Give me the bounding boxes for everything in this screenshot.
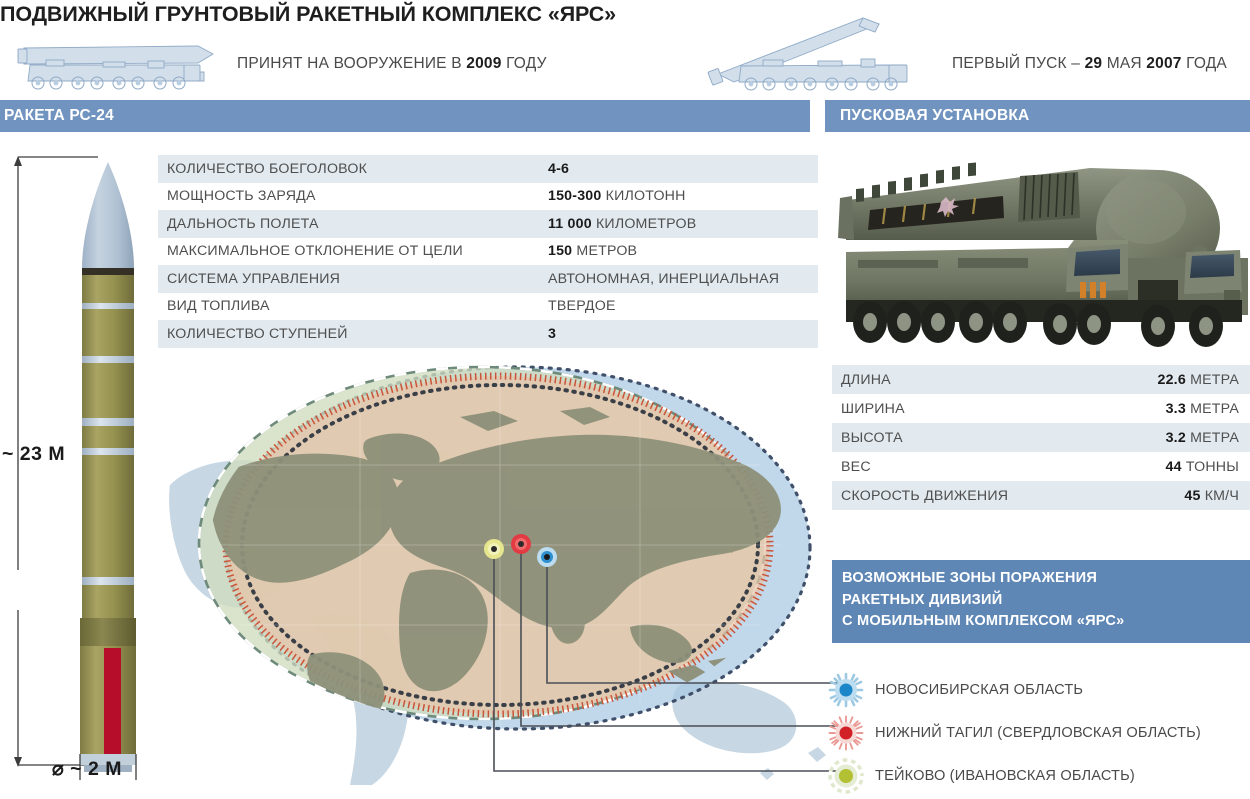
tel-launcher-raised-icon bbox=[693, 12, 931, 96]
tel-launcher-horizontal-icon bbox=[8, 32, 223, 94]
list-item: НОВОСИБИРСКАЯ ОБЛАСТЬ bbox=[828, 668, 1248, 711]
spec-label: ВИД ТОПЛИВА bbox=[158, 298, 548, 314]
table-row: ВЫСОТА 3.2 МЕТРА bbox=[832, 423, 1250, 452]
rocket-diameter-label: ⌀ ~ 2 М bbox=[52, 757, 122, 781]
spec-value: АВТОНОМНАЯ, ИНЕРЦИАЛЬНАЯ bbox=[548, 271, 779, 287]
first-launch-note: ПЕРВЫЙ ПУСК – 29 МАЯ 2007 ГОДА bbox=[952, 55, 1227, 73]
spec-value: 150 МЕТРОВ bbox=[548, 243, 637, 259]
launcher-photo bbox=[828, 140, 1248, 355]
section-header-rocket: РАКЕТА РС-24 bbox=[0, 100, 810, 132]
adoption-year: 2009 bbox=[466, 55, 501, 72]
rocket-spec-table: КОЛИЧЕСТВО БОЕГОЛОВОК 4-6 МОЩНОСТЬ ЗАРЯД… bbox=[158, 155, 818, 348]
spec-value: 3.2 МЕТРА bbox=[1166, 430, 1250, 446]
adoption-year-note: ПРИНЯТ НА ВООРУЖЕНИЕ В 2009 ГОДУ bbox=[237, 55, 547, 73]
callout-line-3: С МОБИЛЬНЫМ КОМПЛЕКСОМ «ЯРС» bbox=[842, 611, 1240, 633]
table-row: ДАЛЬНОСТЬ ПОЛЕТА 11 000 КИЛОМЕТРОВ bbox=[158, 210, 818, 238]
callout-line-2: РАКЕТНЫХ ДИВИЗИЙ bbox=[842, 590, 1240, 612]
list-item: НИЖНИЙ ТАГИЛ (СВЕРДЛОВСКАЯ ОБЛАСТЬ) bbox=[828, 711, 1248, 754]
spec-label: ШИРИНА bbox=[832, 401, 1166, 417]
spec-value: 4-6 bbox=[548, 161, 569, 177]
spec-value: 11 000 КИЛОМЕТРОВ bbox=[548, 216, 696, 232]
list-item: ТЕЙКОВО (ИВАНОВСКАЯ ОБЛАСТЬ) bbox=[828, 754, 1248, 797]
section-header-launcher: ПУСКОВАЯ УСТАНОВКА bbox=[825, 100, 1250, 132]
rocket-height-label: ~ 23 М bbox=[2, 443, 65, 466]
table-row: МОЩНОСТЬ ЗАРЯДА 150-300 КИЛОТОНН bbox=[158, 183, 818, 211]
spec-label: КОЛИЧЕСТВО СТУПЕНЕЙ bbox=[158, 326, 548, 342]
map-legend: НОВОСИБИРСКАЯ ОБЛАСТЬ bbox=[828, 668, 1248, 797]
table-row: СИСТЕМА УПРАВЛЕНИЯ АВТОНОМНАЯ, ИНЕРЦИАЛЬ… bbox=[158, 265, 818, 293]
table-row: ВЕС 44 ТОННЫ bbox=[832, 452, 1250, 481]
section-header-launcher-label: ПУСКОВАЯ УСТАНОВКА bbox=[825, 107, 1029, 125]
spec-label: МАКСИМАЛЬНОЕ ОТКЛОНЕНИЕ ОТ ЦЕЛИ bbox=[158, 243, 548, 259]
launcher-spec-table: ДЛИНА 22.6 МЕТРА ШИРИНА 3.3 МЕТРА ВЫСОТА… bbox=[832, 365, 1250, 510]
spec-value: 3 bbox=[548, 326, 556, 342]
table-row: ДЛИНА 22.6 МЕТРА bbox=[832, 365, 1250, 394]
novosibirsk-marker-icon bbox=[828, 672, 864, 708]
spec-label: СКОРОСТЬ ДВИЖЕНИЯ bbox=[832, 488, 1184, 504]
spec-label: ВЕС bbox=[832, 459, 1166, 475]
launch-month: МАЯ bbox=[1102, 55, 1146, 72]
spec-value: 3.3 МЕТРА bbox=[1166, 401, 1250, 417]
strike-zone-callout: ВОЗМОЖНЫЕ ЗОНЫ ПОРАЖЕНИЯ РАКЕТНЫХ ДИВИЗИ… bbox=[832, 560, 1250, 643]
spec-value: 44 ТОННЫ bbox=[1166, 459, 1250, 475]
table-row: ШИРИНА 3.3 МЕТРА bbox=[832, 394, 1250, 423]
strike-zone-map bbox=[160, 355, 840, 790]
spec-label: ВЫСОТА bbox=[832, 430, 1166, 446]
legend-label: ТЕЙКОВО (ИВАНОВСКАЯ ОБЛАСТЬ) bbox=[864, 768, 1135, 784]
spec-label: ДЛИНА bbox=[832, 372, 1158, 388]
spec-label: КОЛИЧЕСТВО БОЕГОЛОВОК bbox=[158, 161, 548, 177]
table-row: КОЛИЧЕСТВО СТУПЕНЕЙ 3 bbox=[158, 320, 818, 348]
table-row: КОЛИЧЕСТВО БОЕГОЛОВОК 4-6 bbox=[158, 155, 818, 183]
section-header-rocket-label: РАКЕТА РС-24 bbox=[0, 107, 114, 125]
spec-value: 22.6 МЕТРА bbox=[1158, 372, 1250, 388]
adoption-note-post: ГОДУ bbox=[502, 55, 547, 72]
teykovo-marker-icon bbox=[828, 758, 864, 794]
legend-label: НИЖНИЙ ТАГИЛ (СВЕРДЛОВСКАЯ ОБЛАСТЬ) bbox=[864, 725, 1201, 741]
spec-label: СИСТЕМА УПРАВЛЕНИЯ bbox=[158, 271, 548, 287]
adoption-note-pre: ПРИНЯТ НА ВООРУЖЕНИЕ В bbox=[237, 55, 466, 72]
rocket-body bbox=[80, 162, 136, 772]
callout-line-1: ВОЗМОЖНЫЕ ЗОНЫ ПОРАЖЕНИЯ bbox=[842, 568, 1240, 590]
nizhny-tagil-marker-icon bbox=[828, 715, 864, 751]
launch-year: 2007 bbox=[1146, 55, 1181, 72]
table-row: МАКСИМАЛЬНОЕ ОТКЛОНЕНИЕ ОТ ЦЕЛИ 150 МЕТР… bbox=[158, 238, 818, 266]
table-row: ВИД ТОПЛИВА ТВЕРДОЕ bbox=[158, 293, 818, 321]
spec-label: ДАЛЬНОСТЬ ПОЛЕТА bbox=[158, 216, 548, 232]
legend-label: НОВОСИБИРСКАЯ ОБЛАСТЬ bbox=[864, 682, 1083, 698]
spec-label: МОЩНОСТЬ ЗАРЯДА bbox=[158, 188, 548, 204]
launch-note-post: ГОДА bbox=[1182, 55, 1227, 72]
launch-note-pre: ПЕРВЫЙ ПУСК – bbox=[952, 55, 1085, 72]
launch-day: 29 bbox=[1085, 55, 1103, 72]
spec-value: 45 КМ/Ч bbox=[1184, 488, 1250, 504]
spec-value: 150-300 КИЛОТОНН bbox=[548, 188, 686, 204]
spec-value: ТВЕРДОЕ bbox=[548, 298, 616, 314]
table-row: СКОРОСТЬ ДВИЖЕНИЯ 45 КМ/Ч bbox=[832, 481, 1250, 510]
